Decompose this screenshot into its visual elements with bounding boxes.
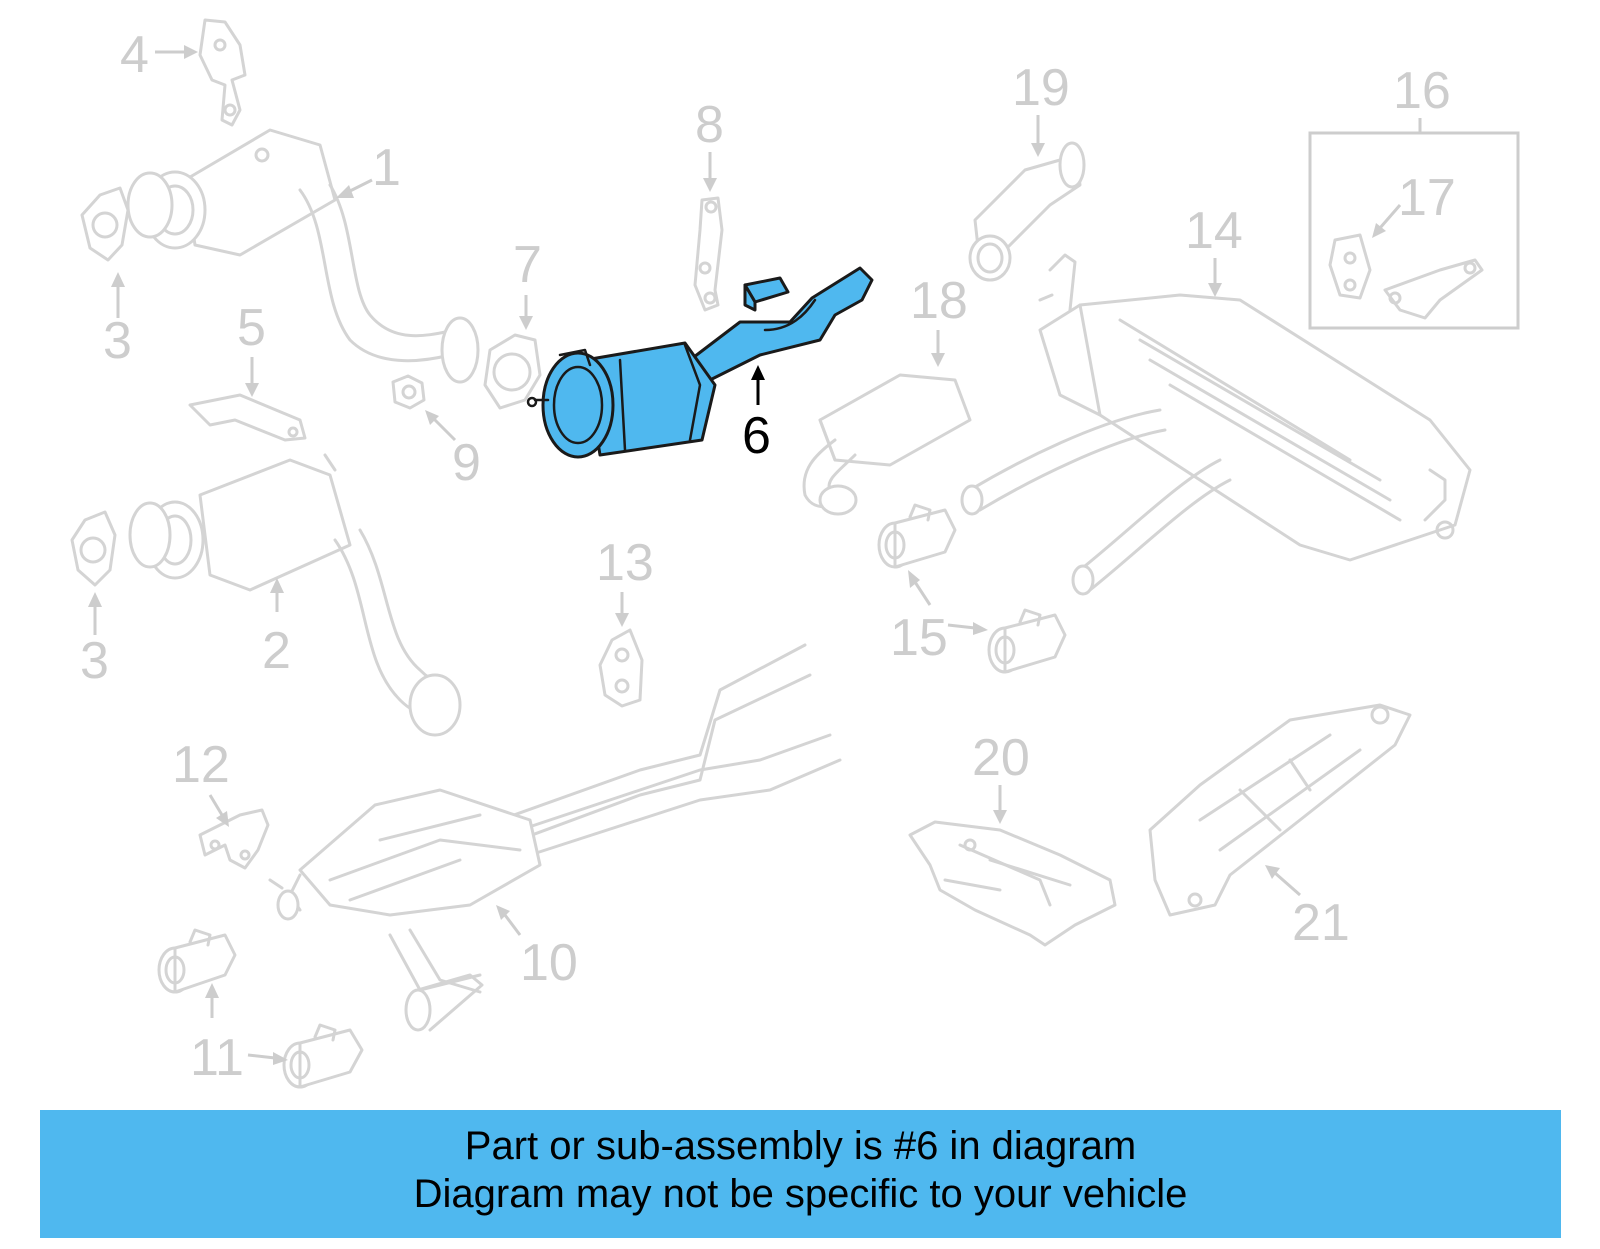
part-6-catalytic-converter[interactable] <box>526 266 874 459</box>
callout-label: 13 <box>596 534 654 592</box>
callout-3b: 3 <box>80 592 109 690</box>
callout-label: 8 <box>695 96 724 154</box>
callout-10: 10 <box>496 905 578 992</box>
callout-label: 20 <box>972 729 1030 787</box>
part-4-bracket[interactable] <box>198 18 247 127</box>
callout-label: 12 <box>172 736 230 794</box>
callout-4: 4 <box>120 26 198 84</box>
callout-2: 2 <box>262 578 291 680</box>
callout-14: 14 <box>1185 202 1243 297</box>
callout-label: 16 <box>1393 62 1451 120</box>
part-20-heat-shield[interactable] <box>908 820 1117 947</box>
callout-18: 18 <box>910 272 968 367</box>
part-19-tailpipe-tip[interactable] <box>968 141 1086 282</box>
callout-label: 21 <box>1292 894 1350 952</box>
callout-19: 19 <box>1012 59 1070 157</box>
banner-line-disclaimer: Diagram may not be specific to your vehi… <box>413 1172 1188 1216</box>
callout-11: 11 <box>190 983 288 1087</box>
callout-label: 10 <box>520 934 578 992</box>
callout-1: 1 <box>336 139 401 198</box>
callout-21: 21 <box>1265 865 1350 952</box>
part-11-clamp-upper[interactable] <box>157 928 237 994</box>
callout-label: 4 <box>120 26 149 84</box>
callout-7: 7 <box>513 236 542 330</box>
part-10-center-muffler[interactable] <box>268 643 842 1032</box>
part-11-clamp-lower[interactable] <box>282 1023 364 1089</box>
callout-label: 6 <box>742 407 771 465</box>
callout-17: 17 <box>1372 169 1456 238</box>
callout-label: 7 <box>513 236 542 294</box>
callout-label: 5 <box>237 299 266 357</box>
part-18-muffler[interactable] <box>802 373 972 516</box>
part-1-catalytic-converter[interactable] <box>126 128 480 384</box>
callout-8: 8 <box>695 96 724 192</box>
info-banner: Part or sub-assembly is #6 in diagram Di… <box>40 1110 1561 1238</box>
callout-3a: 3 <box>103 272 132 370</box>
callout-label: 17 <box>1398 169 1456 227</box>
callout-label: 14 <box>1185 202 1243 260</box>
callout-16: 16 <box>1393 62 1451 120</box>
banner-line-part-number: Part or sub-assembly is #6 in diagram <box>464 1124 1137 1168</box>
part-7-gasket[interactable] <box>483 333 542 410</box>
callout-9: 9 <box>425 410 481 492</box>
part-15-clamp-upper[interactable] <box>877 503 957 569</box>
part-2-catalytic-converter[interactable] <box>128 453 462 737</box>
callout-20: 20 <box>972 729 1030 824</box>
part-15-clamp-lower[interactable] <box>987 608 1067 674</box>
part-12-bracket[interactable] <box>198 808 270 870</box>
part-3-gasket-lower[interactable] <box>70 510 117 587</box>
part-3-gasket-upper[interactable] <box>80 186 130 262</box>
part-16-17-group-box[interactable] <box>1308 118 1520 330</box>
part-8-bracket[interactable] <box>693 196 724 312</box>
callout-label: 19 <box>1012 59 1070 117</box>
callout-label: 9 <box>452 434 481 492</box>
callout-label: 11 <box>190 1029 244 1087</box>
callout-6: 6 <box>742 365 771 465</box>
callout-12: 12 <box>172 736 230 827</box>
part-14-rear-muffler[interactable] <box>960 253 1472 596</box>
part-13-rubber-hanger[interactable] <box>598 628 644 708</box>
callout-label: 2 <box>262 622 291 680</box>
callout-label: 18 <box>910 272 968 330</box>
callout-label: 3 <box>80 632 109 690</box>
part-21-heat-shield[interactable] <box>1148 703 1412 917</box>
callout-13: 13 <box>596 534 654 627</box>
part-9-nut[interactable] <box>391 374 426 410</box>
callout-5: 5 <box>237 299 266 397</box>
part-5-bracket[interactable] <box>188 393 307 442</box>
callout-label: 15 <box>890 609 948 667</box>
callout-label: 1 <box>372 139 401 197</box>
callout-label: 3 <box>103 312 132 370</box>
callout-15: 15 <box>890 570 988 667</box>
